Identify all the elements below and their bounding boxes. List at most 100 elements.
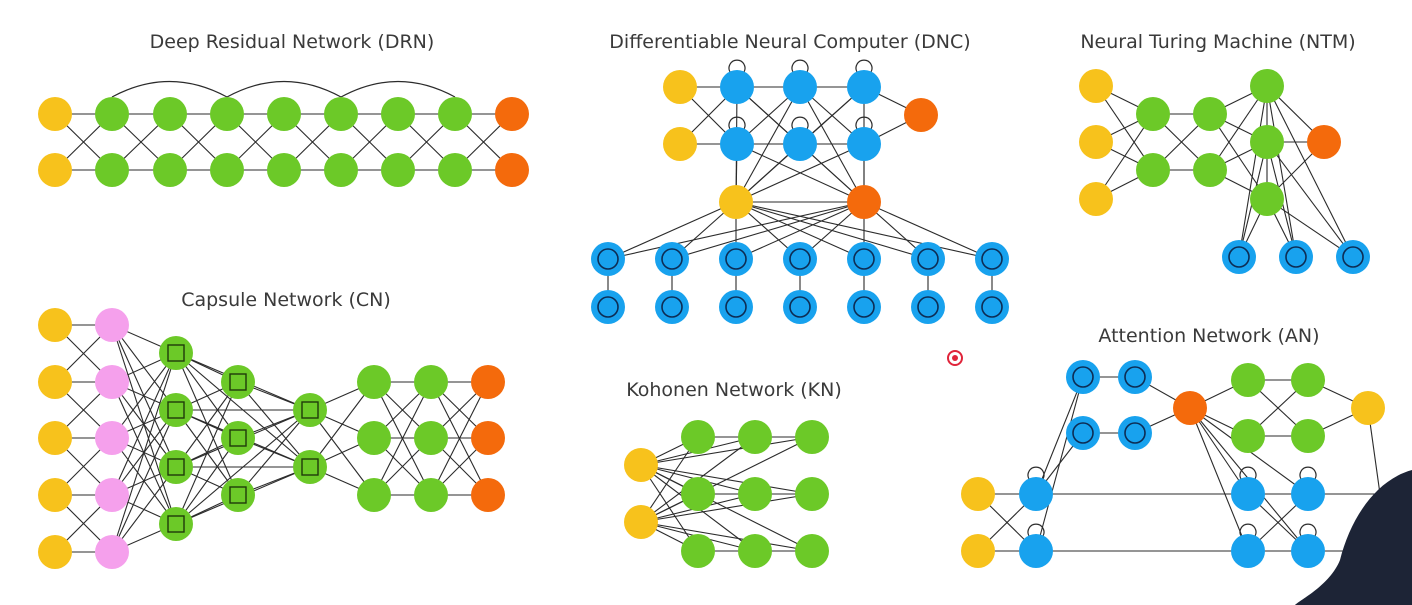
an-title: Attention Network (AN) (1098, 325, 1319, 347)
memory-cell-ring (597, 248, 619, 270)
kohonen-node (738, 420, 772, 454)
memory-cell-ring (1124, 422, 1146, 444)
hidden-node (153, 153, 187, 187)
kernel-node (95, 308, 129, 342)
input-node (961, 534, 995, 568)
capsule-node (293, 450, 327, 484)
connection-edge (1266, 85, 1297, 258)
hidden-node (414, 365, 448, 399)
memory-cell-ring (1285, 246, 1307, 268)
capsule-square (301, 401, 319, 419)
recurrent-node (1291, 534, 1325, 568)
recurrent-loop (1299, 466, 1317, 480)
dnc-title: Differentiable Neural Computer (DNC) (609, 31, 970, 53)
connection-edge (607, 201, 737, 260)
capsule-node (159, 507, 193, 541)
capsule-node (221, 365, 255, 399)
memory-cell-node (1118, 360, 1152, 394)
ntm-title: Neural Turing Machine (NTM) (1080, 31, 1355, 53)
recurrent-loop (1299, 523, 1317, 537)
memory-cell-node (1066, 416, 1100, 450)
memory-cell-node (783, 290, 817, 324)
skip-connection (226, 80, 342, 98)
memory-cell-ring (725, 248, 747, 270)
connection-edge (735, 201, 865, 260)
connection-edge (640, 436, 813, 466)
memory-cell-node (1279, 240, 1313, 274)
connection-edge (1266, 85, 1354, 258)
kn-title: Kohonen Network (KN) (626, 379, 842, 401)
memory-cell-node (719, 242, 753, 276)
hidden-node (1291, 419, 1325, 453)
memory-cell-ring (1072, 366, 1094, 388)
connection-edge (640, 493, 813, 523)
controller-node (1250, 125, 1284, 159)
input-node (1079, 69, 1113, 103)
hidden-node (1193, 153, 1227, 187)
connection-edge (735, 143, 865, 203)
connection-edge (640, 436, 813, 523)
connection-edge (735, 86, 801, 203)
capsule-square (229, 429, 247, 447)
connection-edge (1266, 198, 1354, 258)
input-node (38, 153, 72, 187)
input-node (38, 421, 72, 455)
recurrent-node (1231, 477, 1265, 511)
memory-cell-node (1336, 240, 1370, 274)
connection-edge (175, 381, 239, 468)
connection-edge (640, 521, 813, 552)
recurrent-node (1019, 534, 1053, 568)
kohonen-node (795, 420, 829, 454)
hidden-node (438, 153, 472, 187)
hidden-node (324, 153, 358, 187)
recurrent-loop (855, 59, 873, 73)
connection-edge (309, 381, 375, 468)
recurrent-node (847, 127, 881, 161)
connection-edge (1189, 407, 1249, 552)
connection-edge (111, 466, 177, 553)
input-node (38, 478, 72, 512)
memory-cell-ring (917, 248, 939, 270)
recurrent-loop (1239, 523, 1257, 537)
pointer-dot (952, 355, 958, 361)
memory-cell-node (1222, 240, 1256, 274)
memory-cell-node (975, 290, 1009, 324)
input-node (663, 127, 697, 161)
recurrent-loop (855, 116, 873, 130)
recurrent-loop (728, 116, 746, 130)
hidden-node (1136, 153, 1170, 187)
output-node (495, 97, 529, 131)
memory-cell-ring (789, 296, 811, 318)
connection-edge (175, 409, 311, 525)
connection-edge (430, 381, 489, 496)
hidden-node (357, 365, 391, 399)
recurrent-loop (1027, 523, 1045, 537)
capsule-square (167, 401, 185, 419)
input-node (38, 535, 72, 569)
connection-edge (373, 381, 432, 496)
memory-cell-node (847, 290, 881, 324)
kohonen-node (795, 477, 829, 511)
kohonen-node (738, 477, 772, 511)
output-node (1307, 125, 1341, 159)
kohonen-node (681, 420, 715, 454)
hidden-node (381, 97, 415, 131)
connection-edge (1189, 407, 1249, 495)
memory-cell-ring (1228, 246, 1250, 268)
memory-cell-ring (917, 296, 939, 318)
input-node (1079, 125, 1113, 159)
connection-edge (175, 437, 239, 525)
connection-edge (735, 201, 993, 260)
capsule-square (301, 458, 319, 476)
output-node (471, 478, 505, 512)
connection-edge (735, 201, 929, 260)
hidden-node (381, 153, 415, 187)
connection-edge (175, 381, 239, 525)
hidden-node (357, 478, 391, 512)
output-node (471, 421, 505, 455)
hidden-node (153, 97, 187, 131)
connection-edge (1238, 85, 1268, 258)
controller-node (1250, 182, 1284, 216)
memory-cell-node (1118, 416, 1152, 450)
output-node (904, 98, 938, 132)
